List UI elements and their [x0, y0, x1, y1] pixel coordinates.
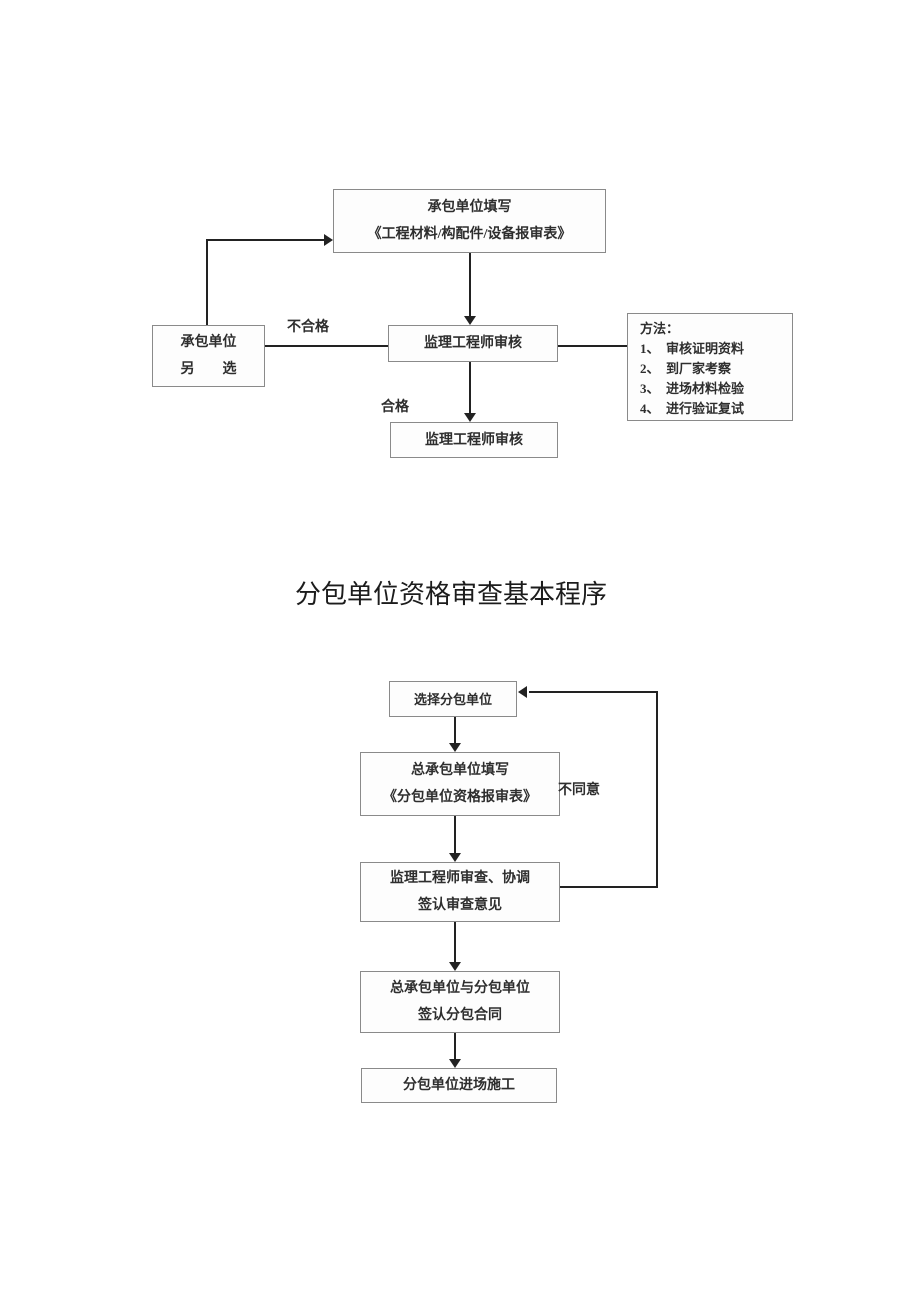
arrowhead-feedback-to-select	[518, 686, 527, 698]
flow2-box-select: 选择分包单位	[389, 681, 517, 717]
flow1-box-review-mid-label: 监理工程师审核	[424, 336, 522, 351]
flow2-box-fill: 总承包单位填写 《分包单位资格报审表》	[360, 752, 560, 816]
arrowhead-fill-to-review	[449, 853, 461, 862]
flow2-box-sign-line1: 总承包单位与分包单位	[390, 981, 530, 996]
flow1-methods-item-3: 3、 进场材料检验	[640, 381, 745, 396]
connector-review-to-reselect	[265, 345, 388, 347]
flow1-methods-title: 方法：	[640, 321, 680, 336]
flow2-box-review-line1: 监理工程师审查、协调	[390, 871, 530, 886]
connector-feedback-top	[529, 691, 658, 693]
connector-review-to-methods	[558, 345, 627, 347]
flow1-methods-item-4: 4、 进行验证复试	[640, 401, 745, 416]
flow1-box-reselect: 承包单位 另 选	[152, 325, 265, 387]
flow2-box-select-label: 选择分包单位	[413, 691, 492, 707]
arrowhead-select-to-fill	[449, 743, 461, 752]
flow1-box-review-mid: 监理工程师审核	[388, 325, 558, 362]
flow1-methods-item-1: 1、 审核证明资料	[640, 341, 745, 356]
connector-form-to-review	[469, 253, 471, 316]
connector-feedback-bottom	[560, 886, 658, 888]
arrowhead-review-to-sign	[449, 962, 461, 971]
flow2-box-review-line2: 签认审查意见	[418, 898, 502, 913]
flow1-box-reselect-line2: 另 选	[180, 362, 237, 377]
flow2-box-enter: 分包单位进场施工	[361, 1068, 557, 1103]
connector-reselect-to-form	[206, 239, 324, 241]
arrowhead-reselect-to-form	[324, 234, 333, 246]
connector-select-to-fill	[454, 717, 456, 743]
connector-review-to-final	[469, 362, 471, 413]
flow1-box-reselect-line1: 承包单位	[180, 335, 237, 350]
connector-sign-to-enter	[454, 1033, 456, 1059]
flow2-box-enter-label: 分包单位进场施工	[403, 1078, 515, 1093]
flow1-label-pass: 合格	[381, 400, 409, 415]
flow2-box-fill-line2: 《分包单位资格报审表》	[383, 790, 537, 805]
flow1-box-review-final-label: 监理工程师审核	[425, 432, 523, 448]
connector-fill-to-review	[454, 816, 456, 853]
flow1-box-report-form: 承包单位填写 《工程材料/构配件/设备报审表》	[333, 189, 606, 253]
flow1-box-review-final: 监理工程师审核	[390, 422, 558, 458]
flow1-label-fail: 不合格	[287, 320, 329, 335]
flow2-box-sign-line2: 签认分包合同	[418, 1008, 502, 1023]
section-title: 分包单位资格审查基本程序	[294, 580, 608, 609]
flow2-label-disagree: 不同意	[558, 783, 600, 798]
flow1-box-report-form-line1: 承包单位填写	[427, 200, 512, 215]
flow2-box-fill-line1: 总承包单位填写	[411, 763, 509, 778]
arrowhead-sign-to-enter	[449, 1059, 461, 1068]
flow1-box-methods: 方法： 1、 审核证明资料 2、 到厂家考察 3、 进场材料检验 4、 进行验证…	[627, 313, 793, 421]
flow1-box-report-form-line2: 《工程材料/构配件/设备报审表》	[367, 227, 572, 242]
arrowhead-form-to-review	[464, 316, 476, 325]
connector-reselect-up	[206, 240, 208, 325]
flow2-box-sign: 总承包单位与分包单位 签认分包合同	[360, 971, 560, 1033]
arrowhead-review-to-final	[464, 413, 476, 422]
connector-feedback-vertical	[656, 691, 658, 888]
connector-review-to-sign	[454, 922, 456, 962]
flow1-methods-item-2: 2、 到厂家考察	[640, 361, 732, 376]
flow2-box-review: 监理工程师审查、协调 签认审查意见	[360, 862, 560, 922]
